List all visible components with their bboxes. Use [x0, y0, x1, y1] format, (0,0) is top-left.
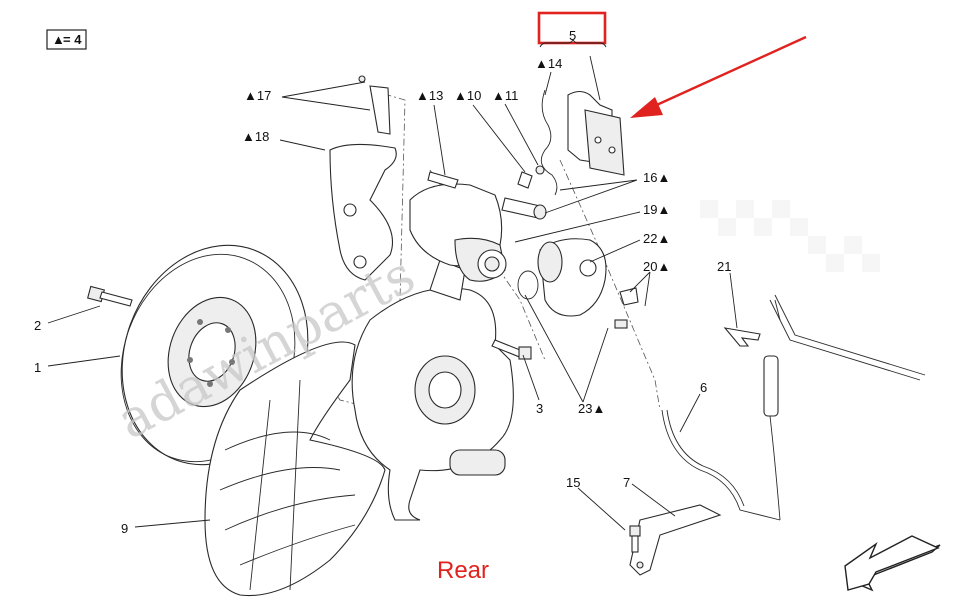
bleeder-screw	[517, 165, 545, 189]
callout-2: 2	[34, 318, 41, 333]
callout-15: 15	[566, 475, 580, 490]
clip-17	[358, 75, 391, 135]
leader-lines	[47, 55, 738, 531]
hub-knuckle	[351, 259, 514, 521]
legend-symbol: ▲	[52, 32, 65, 47]
highlight-label: 5	[569, 28, 576, 43]
callout-21: 21	[717, 259, 731, 274]
callout-20: 20▲	[643, 259, 670, 274]
callout-19: 19▲	[643, 202, 670, 217]
highlight-box: 5	[537, 11, 607, 48]
seal-ring	[517, 270, 539, 300]
caliper-body	[409, 183, 507, 282]
callout-11: ▲11	[492, 88, 518, 103]
callout-16: 16▲	[643, 170, 670, 185]
callout-18: ▲18	[242, 129, 269, 144]
bolt-3	[491, 339, 532, 360]
callout-10: ▲10	[454, 88, 481, 103]
callout-22: 22▲	[643, 231, 670, 246]
callout-1: 1	[34, 360, 41, 375]
bolt-15	[629, 525, 641, 553]
legend-box: ▲ = 4	[46, 29, 87, 50]
caliper-bracket	[329, 143, 397, 281]
parking-actuator	[537, 238, 607, 317]
direction-arrow	[844, 535, 941, 592]
callout-14: ▲14	[535, 56, 562, 71]
hose-bracket	[629, 504, 722, 576]
caption-rear: Rear	[437, 557, 489, 584]
legend-text: = 4	[63, 32, 82, 47]
brake-pads	[567, 90, 625, 176]
red-arrow	[630, 35, 807, 118]
bolt-2	[87, 285, 133, 307]
clip-21	[723, 327, 761, 347]
guide-pin-13	[427, 171, 459, 189]
background-pattern	[700, 200, 880, 272]
callout-13: ▲13	[416, 88, 443, 103]
callout-9: 9	[121, 521, 128, 536]
callout-17: ▲17	[244, 88, 271, 103]
bracket-20	[614, 287, 639, 329]
callout-3: 3	[536, 401, 543, 416]
brake-hose	[661, 355, 781, 521]
callout-7: 7	[623, 475, 630, 490]
callout-labels: 2 1 9 3 23▲ 6 7 15 21 20▲ 22▲ 19▲ 16▲ ▲1…	[34, 56, 731, 536]
pin-16	[501, 197, 547, 220]
callout-6: 6	[700, 380, 707, 395]
spring-14	[540, 89, 558, 196]
callout-23: 23▲	[578, 401, 605, 416]
brake-line	[769, 294, 926, 381]
